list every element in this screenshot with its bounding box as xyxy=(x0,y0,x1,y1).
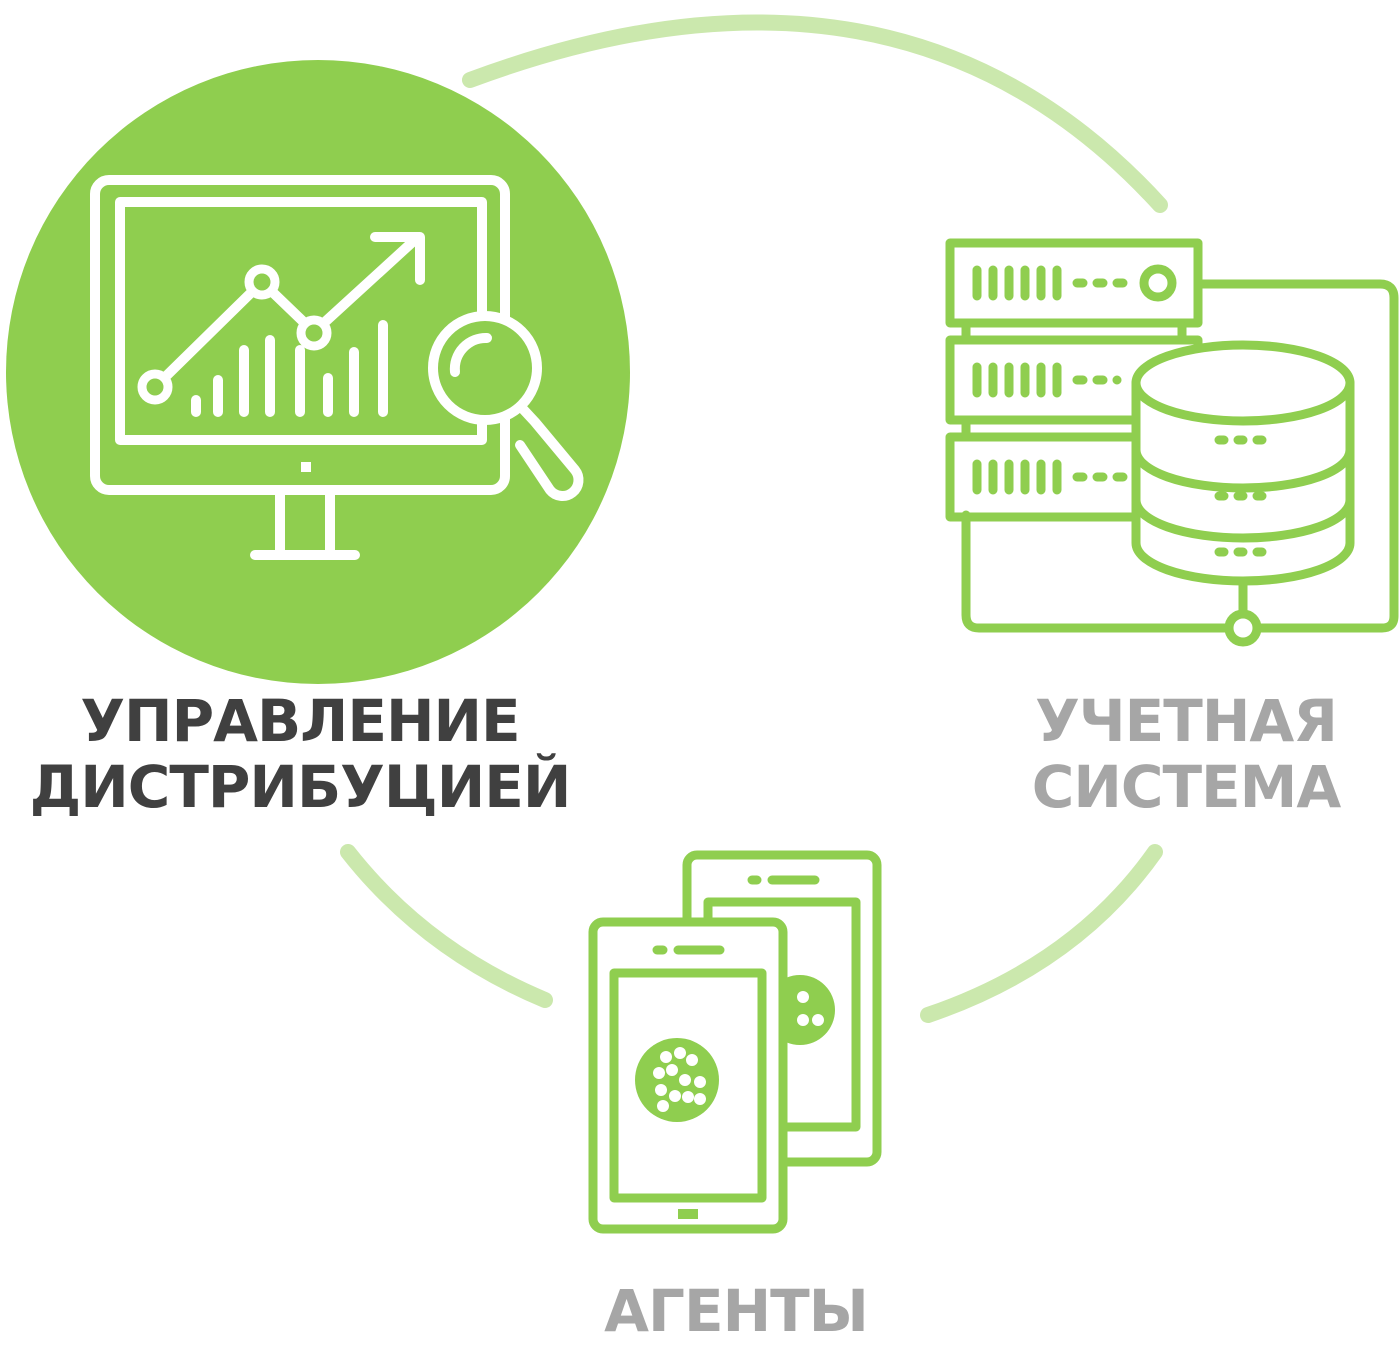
management-label-line2: ДИСТРИБУЦИЕЙ xyxy=(29,753,572,821)
trend-arrow xyxy=(370,232,425,285)
agents-label: АГЕНТЫ xyxy=(500,1278,972,1344)
server-unit-1 xyxy=(945,238,1203,328)
arc-bottom-right xyxy=(920,844,1163,1023)
server-separators xyxy=(961,321,1187,540)
trend-point-3 xyxy=(296,315,332,351)
trend-line xyxy=(150,232,423,392)
network-frame xyxy=(961,279,1399,633)
tablet-front-home-button xyxy=(678,1209,698,1219)
accounting-label-line1: УЧЕТНАЯ xyxy=(1035,687,1338,755)
agents-label-text: АГЕНТЫ xyxy=(604,1277,869,1345)
tablet-front-screen xyxy=(609,968,767,1203)
accounting-label: УЧЕТНАЯ СИСТЕМА xyxy=(1000,688,1372,820)
accounting-label-line2: СИСТЕМА xyxy=(1031,753,1341,821)
magnifier-handle xyxy=(515,403,584,501)
server-dots xyxy=(1072,278,1128,482)
monitor-led xyxy=(301,462,311,472)
management-label: УПРАВЛЕНИЕ ДИСТРИБУЦИЕЙ xyxy=(20,688,580,820)
magnifier-glint xyxy=(449,333,492,377)
arc-bottom-left xyxy=(340,844,553,1008)
server-vents xyxy=(972,265,1062,495)
magnifier-ring xyxy=(428,311,542,425)
database-top xyxy=(1131,340,1355,426)
trend-point-2 xyxy=(244,264,280,300)
database-rings xyxy=(1131,449,1355,543)
database-dots xyxy=(1214,435,1267,557)
arc-top xyxy=(462,14,1168,213)
network-node xyxy=(1224,609,1262,647)
server-led xyxy=(1139,264,1177,302)
monitor-stand xyxy=(250,487,360,560)
management-label-line1: УПРАВЛЕНИЕ xyxy=(80,687,520,755)
management-circle xyxy=(6,60,630,684)
chart-bars xyxy=(191,320,388,417)
trend-point-1 xyxy=(137,369,173,405)
